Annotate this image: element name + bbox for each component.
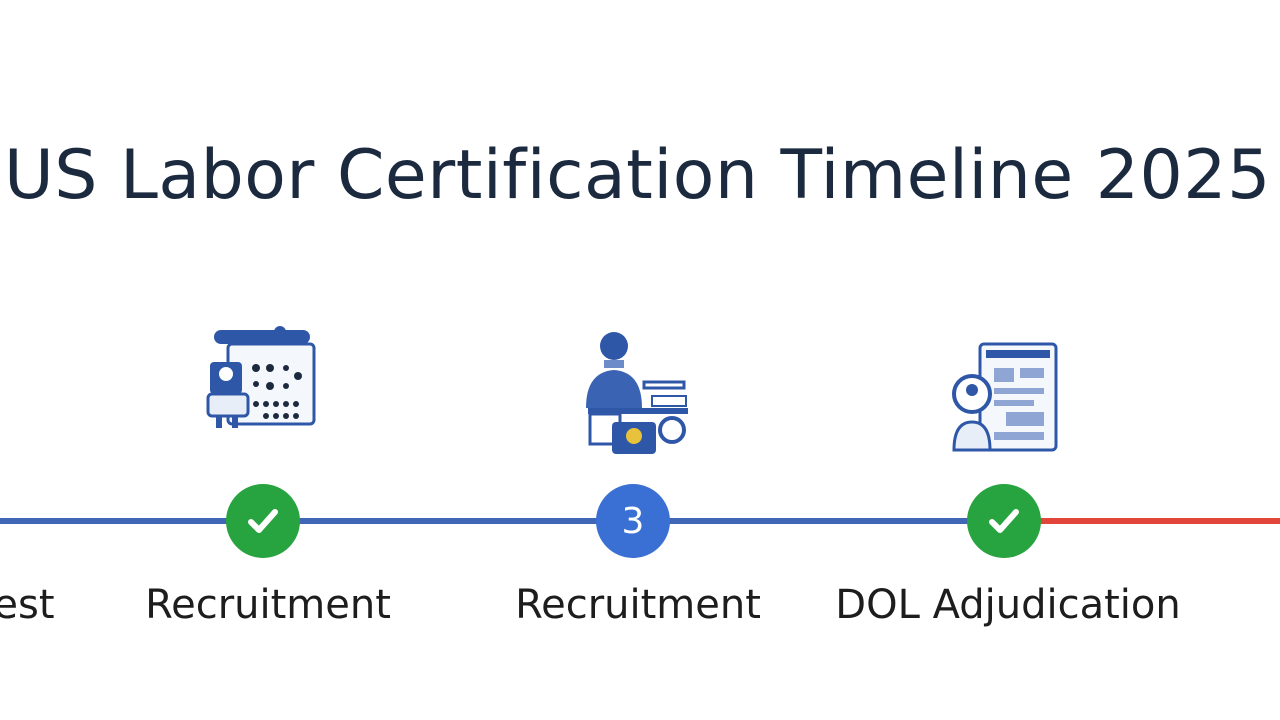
- stage-label-recruitment-current: Recruitment: [515, 582, 761, 628]
- timeline-track-pending: [1004, 518, 1280, 524]
- stage-label-recruitment: Recruitment: [145, 582, 391, 628]
- stage-node-recruitment-done: [226, 484, 300, 558]
- checkmark-icon: [989, 509, 1019, 533]
- document-review-icon: [952, 342, 1058, 452]
- timeline-track-completed: [0, 518, 1004, 524]
- stage-label-partial: est: [0, 582, 55, 628]
- recruiter-at-desk-icon: [586, 332, 688, 454]
- stage-node-dol-adjudication: [967, 484, 1041, 558]
- checkmark-icon: [248, 509, 278, 533]
- page-title: US Labor Certification Timeline 2025: [4, 136, 1271, 215]
- stage-node-recruitment-current: 3: [596, 484, 670, 558]
- stage-label-dol-adjudication: DOL Adjudication: [835, 582, 1181, 628]
- stage-number: 3: [621, 500, 645, 542]
- calendar-planning-icon: [206, 326, 316, 428]
